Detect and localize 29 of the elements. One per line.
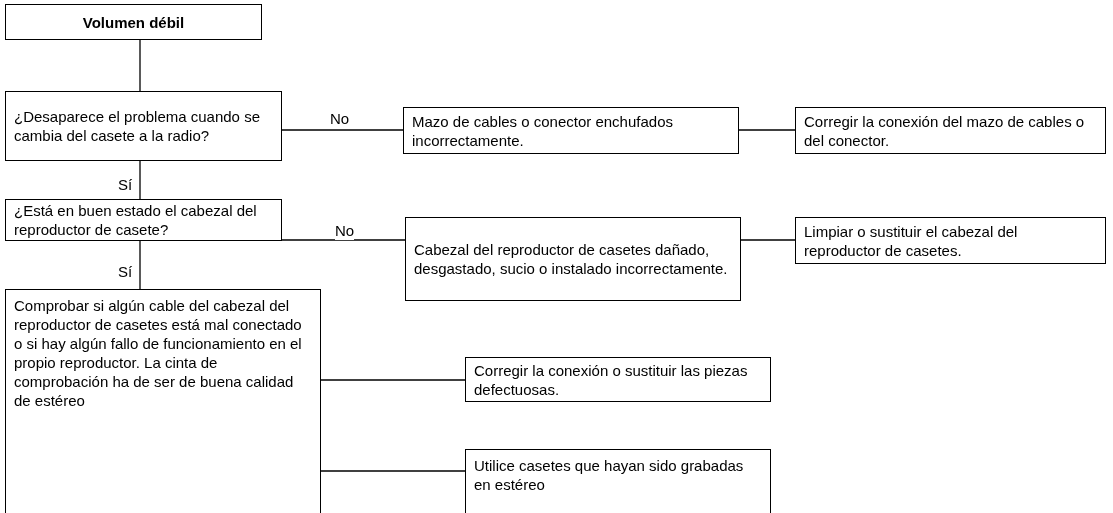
- box-text: ¿Está en buen estado el cabezal del reproductor de casete?: [14, 201, 258, 239]
- box-text: Corregir la conexión del mazo de cables o del conector.: [804, 111, 1086, 150]
- box-text: Comprobar si algún cable del cabezal del reproductor de casetes está mal conectado o si hay algún fallo de funcionamiento en el propio reproductor. La cinta de comprobación ha de ser de buena calidad de estéreo: [14, 296, 303, 410]
- process-box: [405, 217, 741, 301]
- box-text: Limpiar o sustituir el cabezal del reproductor de casetes.: [804, 221, 1019, 260]
- connector-line: [139, 39, 141, 92]
- process-box: [5, 289, 321, 513]
- process-box: [465, 357, 771, 402]
- connector-line: [320, 470, 466, 472]
- connector-line: [320, 379, 466, 381]
- box-text: Utilice casetes que hayan sido grabadas en estéreo: [474, 456, 745, 494]
- process-box: [465, 449, 771, 513]
- box-text: Cabezal del reproductor de casetes dañado, desgastado, sucio o instalado incorrectamente.: [414, 240, 729, 278]
- process-box: [795, 107, 1106, 154]
- connector-line: [139, 160, 141, 200]
- connector-line: [281, 129, 404, 131]
- box-text: Volumen débil: [82, 12, 185, 32]
- connector-line: [740, 239, 796, 241]
- process-box: [795, 217, 1106, 264]
- process-box: [5, 4, 262, 40]
- box-text: Corregir la conexión o sustituir las piezas defectuosas.: [474, 360, 749, 399]
- process-box: [5, 91, 282, 161]
- connector-line: [281, 239, 406, 241]
- box-text: ¿Desaparece el problema cuando se cambia del casete a la radio?: [14, 107, 261, 145]
- box-text: Mazo de cables o conector enchufados incorrectamente.: [412, 111, 674, 150]
- connector-line: [139, 240, 141, 290]
- connector-line: [738, 129, 796, 131]
- process-box: [5, 199, 282, 241]
- process-box: [403, 107, 739, 154]
